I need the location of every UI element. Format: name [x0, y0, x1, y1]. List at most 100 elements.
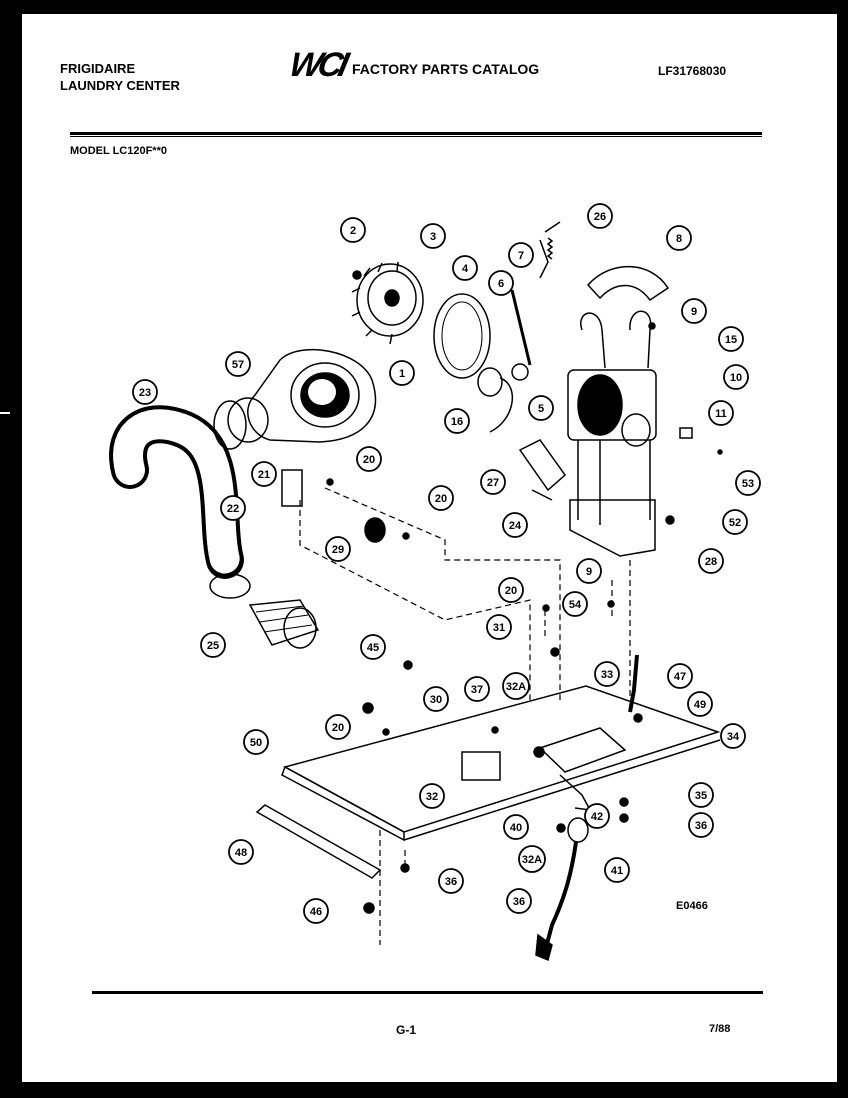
motor-capacitor — [364, 517, 386, 543]
callout-label: 9 — [691, 306, 697, 318]
assembly-lines — [299, 487, 631, 945]
footer-rule — [92, 991, 763, 994]
callout-label: 35 — [695, 790, 707, 802]
callout-20: 20 — [498, 577, 524, 603]
callout-label: 32A — [506, 681, 526, 693]
callout-label: 34 — [727, 731, 740, 743]
vent-adapter — [248, 599, 320, 649]
callout-label: 29 — [332, 544, 344, 556]
terminal-block — [538, 727, 627, 843]
callout-label: 31 — [493, 622, 505, 634]
callout-label: 20 — [332, 722, 344, 734]
callout-7: 7 — [508, 242, 534, 268]
motor-bracket — [281, 469, 303, 507]
callout-label: 16 — [451, 416, 463, 428]
callout-label: 30 — [430, 694, 442, 706]
callout-29: 29 — [325, 536, 351, 562]
callout-label: 54 — [569, 599, 582, 611]
callout-label: 7 — [518, 250, 524, 262]
callout-label: 1 — [399, 368, 405, 380]
catalog-title: FACTORY PARTS CATALOG — [352, 61, 540, 77]
callout-label: 37 — [471, 684, 483, 696]
callout-label: 5 — [538, 403, 544, 415]
callout-label: 32 — [426, 791, 438, 803]
callout-32A: 32A — [502, 672, 530, 700]
callout-label: 6 — [498, 278, 504, 290]
callout-21: 21 — [251, 461, 277, 487]
callout-label: 57 — [232, 359, 244, 371]
callout-label: 45 — [367, 642, 379, 654]
callout-10: 10 — [723, 364, 749, 390]
callout-label: 10 — [730, 372, 742, 384]
callout-6: 6 — [488, 270, 514, 296]
callout-label: 32A — [522, 854, 542, 866]
callout-label: 28 — [705, 556, 717, 568]
base-pan — [255, 685, 721, 879]
callout-42: 42 — [584, 803, 610, 829]
callout-31: 31 — [486, 614, 512, 640]
callout-label: 23 — [139, 387, 151, 399]
callout-label: 33 — [601, 669, 613, 681]
header-rule — [70, 132, 762, 135]
callout-54: 54 — [562, 591, 588, 617]
callout-32A: 32A — [518, 845, 546, 873]
callout-label: 42 — [591, 811, 603, 823]
callout-label: 46 — [310, 906, 322, 918]
callout-label: 3 — [430, 231, 436, 243]
exhaust-hose — [109, 405, 244, 579]
callout-34: 34 — [720, 723, 746, 749]
callout-11: 11 — [708, 400, 734, 426]
callout-label: 27 — [487, 477, 499, 489]
page-date: 7/88 — [709, 1023, 731, 1035]
ground-wire — [628, 654, 639, 713]
callout-36: 36 — [688, 812, 714, 838]
callout-50: 50 — [243, 729, 269, 755]
callout-label: 26 — [594, 211, 606, 223]
fasteners — [326, 322, 723, 914]
callout-label: 40 — [510, 822, 522, 834]
callout-48: 48 — [228, 839, 254, 865]
callout-label: 36 — [445, 876, 457, 888]
callout-20: 20 — [356, 446, 382, 472]
callout-label: 22 — [227, 503, 239, 515]
model-label: MODEL LC120F**0 — [70, 145, 167, 157]
blower-seal — [433, 293, 491, 379]
page-code: G-1 — [396, 1023, 417, 1037]
callout-9: 9 — [681, 298, 707, 324]
callout-label: 11 — [715, 408, 727, 420]
callout-1: 1 — [389, 360, 415, 386]
callout-57: 57 — [225, 351, 251, 377]
callout-label: 36 — [513, 896, 525, 908]
callout-53: 53 — [735, 470, 761, 496]
callout-25: 25 — [200, 632, 226, 658]
brand-line-2: LAUNDRY CENTER — [60, 78, 180, 93]
callout-4: 4 — [452, 255, 478, 281]
callout-label: 4 — [462, 263, 469, 275]
callout-27: 27 — [480, 469, 506, 495]
belt-switch — [518, 439, 567, 501]
edge-tick-mark — [0, 412, 10, 414]
callout-label: 21 — [258, 469, 270, 481]
callout-40: 40 — [503, 814, 529, 840]
power-cord — [542, 841, 578, 956]
diagram-code: E0466 — [676, 900, 708, 912]
callout-label: 25 — [207, 640, 219, 652]
callout-2: 2 — [340, 217, 366, 243]
relay-block — [461, 751, 501, 781]
callout-label: 2 — [350, 225, 356, 237]
callout-8: 8 — [666, 225, 692, 251]
callout-30: 30 — [423, 686, 449, 712]
callout-28: 28 — [698, 548, 724, 574]
callout-label: 41 — [611, 865, 623, 877]
callout-label: 20 — [435, 493, 447, 505]
callout-47: 47 — [667, 663, 693, 689]
part-number: LF31768030 — [658, 64, 727, 78]
callout-41: 41 — [604, 857, 630, 883]
callout-36: 36 — [506, 888, 532, 914]
callout-label: 53 — [742, 478, 754, 490]
callout-label: 52 — [729, 517, 741, 529]
callout-3: 3 — [420, 223, 446, 249]
callout-20: 20 — [325, 714, 351, 740]
callout-9: 9 — [576, 558, 602, 584]
